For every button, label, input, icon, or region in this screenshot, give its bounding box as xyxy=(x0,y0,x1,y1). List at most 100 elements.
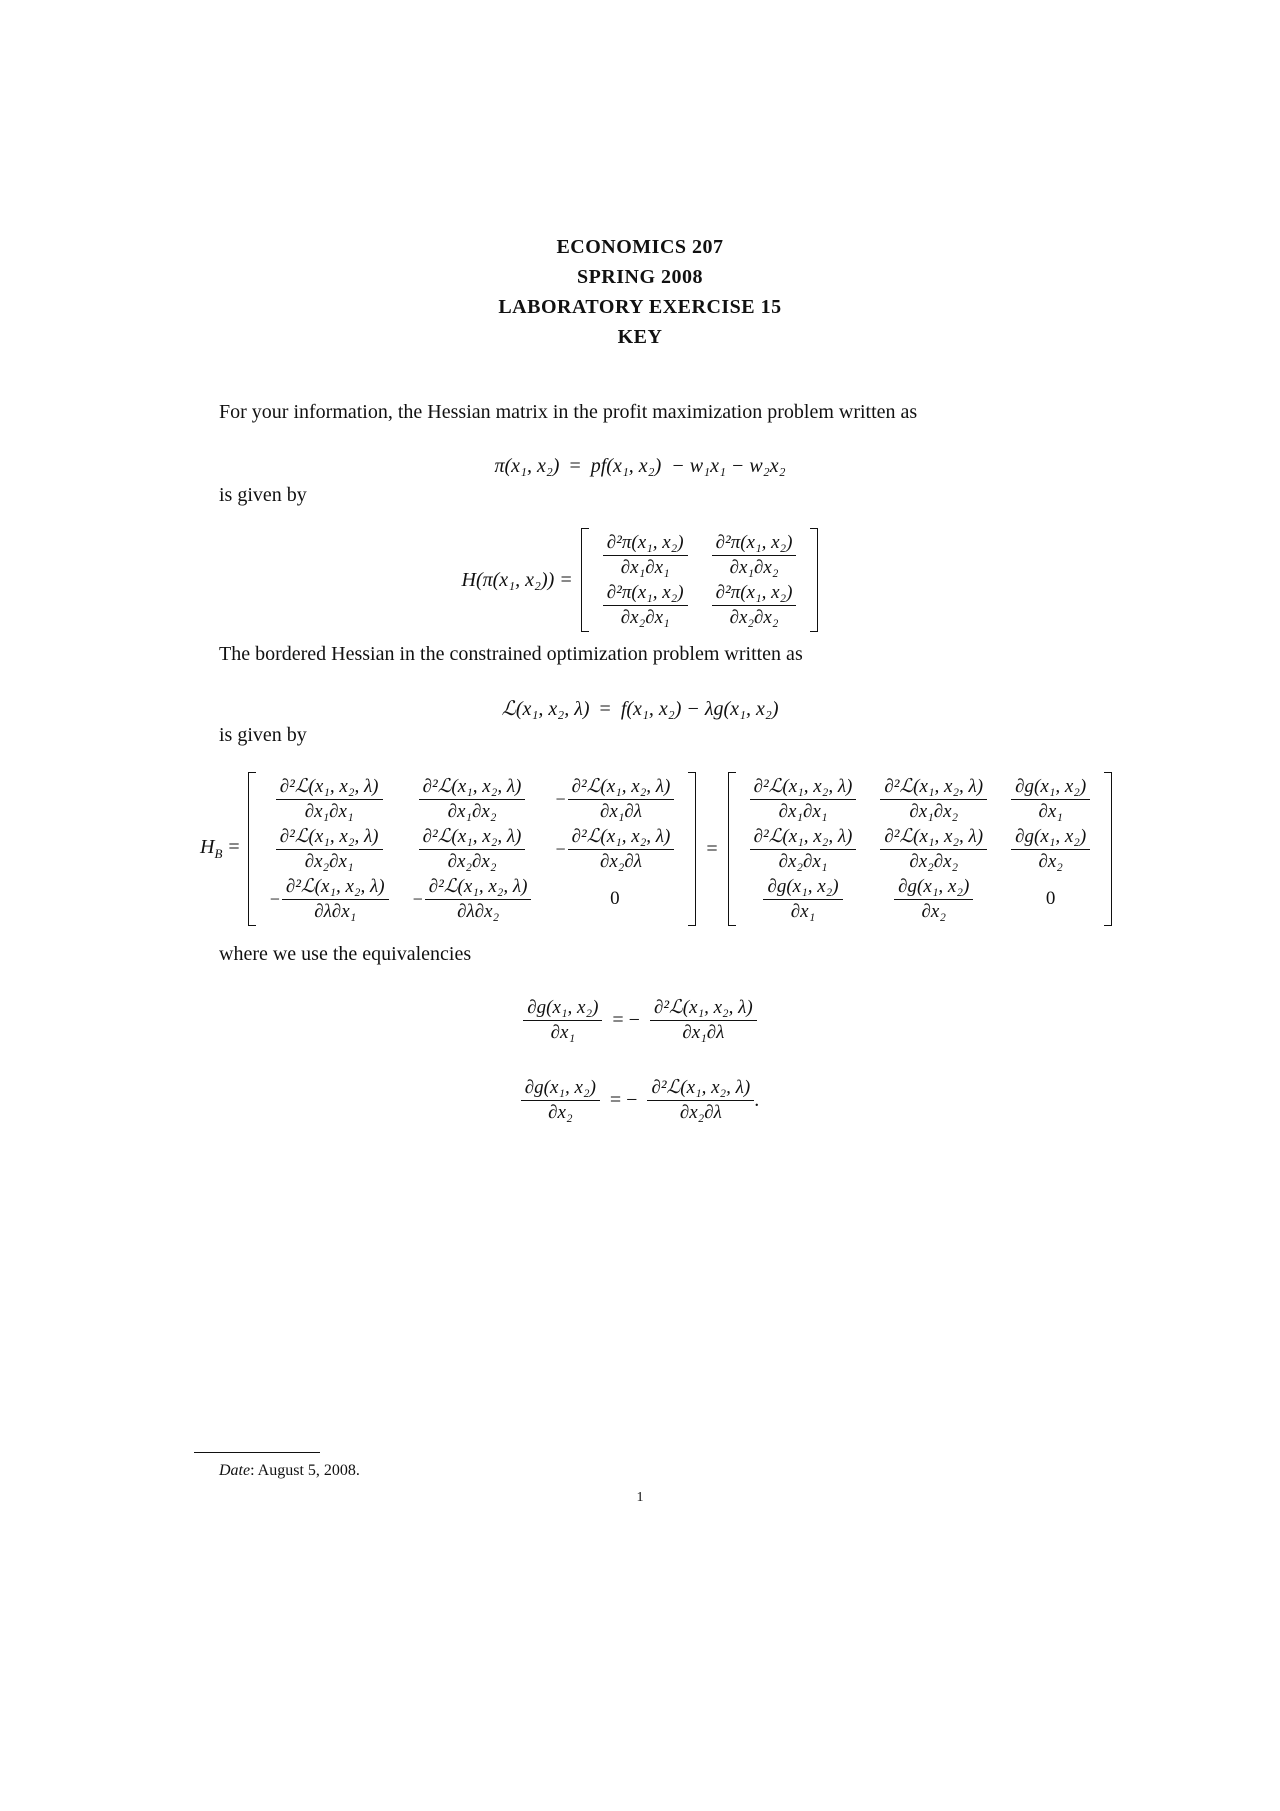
numerator: ∂g(x₁, x₂) xyxy=(1011,775,1091,800)
fraction: ∂²ℒ(x₁, x₂, λ)∂λ∂x₁ xyxy=(281,875,389,924)
numerator: ∂²ℒ(x₁, x₂, λ) xyxy=(418,775,526,800)
denominator: ∂x₁∂x₁ xyxy=(620,556,670,578)
matrix-cell: ∂²ℒ(x₁, x₂, λ)∂x₂∂x₂ xyxy=(401,824,544,874)
matrix-cell: 0 xyxy=(999,874,1102,924)
denominator: ∂x₁ xyxy=(550,1021,576,1043)
denominator: ∂x₂∂x₂ xyxy=(729,606,779,628)
denominator: ∂λ∂x₂ xyxy=(457,900,500,922)
fraction: ∂²π(x₁, x₂)∂x₂∂x₂ xyxy=(711,581,797,630)
lagrangian-rhs: f(x₁, x₂) − λg(x₁, x₂) xyxy=(620,698,779,720)
numerator: ∂²ℒ(x₁, x₂, λ) xyxy=(275,775,383,800)
where-paragraph: where we use the equivalencies xyxy=(219,943,472,965)
matrix-cell: ∂²π(x₁, x₂)∂x₁∂x₁ xyxy=(591,530,700,580)
matrix-cell: 0 xyxy=(543,874,686,924)
denominator: ∂x₂ xyxy=(1038,850,1063,872)
matrix-cell: ∂²π(x₁, x₂)∂x₂∂x₂ xyxy=(700,580,809,630)
fraction: ∂²ℒ(x₁, x₂, λ)∂x₂∂x₁ xyxy=(749,825,857,874)
left-bracket xyxy=(580,528,589,632)
footnote: Date: August 5, 2008. xyxy=(219,1462,360,1480)
numerator: ∂²ℒ(x₁, x₂, λ) xyxy=(647,1076,755,1101)
denominator: ∂x₂∂x₁ xyxy=(778,850,828,872)
denominator: ∂x₂∂x₁ xyxy=(620,606,670,628)
matrix-cell: −∂²ℒ(x₁, x₂, λ)∂x₁∂λ xyxy=(543,774,686,824)
fraction: ∂g(x₁, x₂)∂x₁ xyxy=(763,875,843,924)
footnote-text: : August 5, 2008. xyxy=(250,1462,360,1479)
term: SPRING 2008 xyxy=(576,266,704,288)
matrix-cell: ∂²ℒ(x₁, x₂, λ)∂x₂∂x₁ xyxy=(738,824,869,874)
right-bracket xyxy=(1104,772,1113,926)
matrix-cell: ∂g(x₁, x₂)∂x₁ xyxy=(999,774,1102,824)
numerator: ∂²π(x₁, x₂) xyxy=(711,531,797,556)
intro-paragraph: For your information, the Hessian matrix… xyxy=(219,401,918,423)
denominator: ∂x₁ xyxy=(790,900,816,922)
fraction: ∂g(x₁, x₂)∂x₂ xyxy=(520,1076,600,1125)
matrix-zero: 0 xyxy=(1045,888,1056,909)
profit-equation: π(x₁, x₂)=pf(x₁, x₂) − w₁x₁ − w₂x₂ xyxy=(0,455,1280,478)
matrix-cell: ∂g(x₁, x₂)∂x₂ xyxy=(999,824,1102,874)
matrix-cell: ∂²π(x₁, x₂)∂x₂∂x₁ xyxy=(591,580,700,630)
denominator: ∂x₁∂x₂ xyxy=(447,800,497,822)
document-header: ECONOMICS 207 SPRING 2008 LABORATORY EXE… xyxy=(0,232,1280,352)
denominator: ∂x₁∂x₁ xyxy=(778,800,828,822)
equivalency-row: ∂g(x₁, x₂)∂x₂= −∂²ℒ(x₁, x₂, λ)∂x₂∂λ. xyxy=(0,1060,1280,1140)
minus-sign: − xyxy=(555,788,566,809)
numerator: ∂²π(x₁, x₂) xyxy=(602,531,688,556)
denominator: ∂x₂∂x₁ xyxy=(304,850,354,872)
denominator: ∂x₂∂x₂ xyxy=(447,850,497,872)
numerator: ∂²ℒ(x₁, x₂, λ) xyxy=(424,875,532,900)
key-label: KEY xyxy=(617,326,663,348)
equivalencies: ∂g(x₁, x₂)∂x₁= −∂²ℒ(x₁, x₂, λ)∂x₁∂λ∂g(x₁… xyxy=(0,980,1280,1140)
fraction: ∂²ℒ(x₁, x₂, λ)∂x₁∂x₁ xyxy=(749,775,857,824)
denominator: ∂x₂∂x₂ xyxy=(909,850,959,872)
equals-minus: = − xyxy=(612,1008,640,1031)
numerator: ∂²ℒ(x₁, x₂, λ) xyxy=(880,825,988,850)
denominator: ∂x₁∂λ xyxy=(599,800,643,822)
denominator: ∂x₂∂λ xyxy=(599,850,643,872)
fraction: ∂²π(x₁, x₂)∂x₁∂x₁ xyxy=(602,531,688,580)
h-symbol: H xyxy=(200,836,215,858)
bordered-paragraph: The bordered Hessian in the constrained … xyxy=(219,643,803,665)
matrix-zero: 0 xyxy=(610,888,620,909)
numerator: ∂g(x₁, x₂) xyxy=(520,1076,600,1101)
matrix-cell: ∂²ℒ(x₁, x₂, λ)∂x₁∂x₂ xyxy=(401,774,544,824)
fraction: ∂g(x₁, x₂)∂x₁ xyxy=(523,996,603,1045)
equals-sign: = xyxy=(228,836,240,858)
profit-rhs: pf(x₁, x₂) − w₁x₁ − w₂x₂ xyxy=(590,455,786,477)
fraction: ∂²π(x₁, x₂)∂x₁∂x₂ xyxy=(711,531,797,580)
fraction: ∂²ℒ(x₁, x₂, λ)∂x₂∂x₂ xyxy=(880,825,988,874)
fraction: ∂²ℒ(x₁, x₂, λ)∂x₁∂x₂ xyxy=(418,775,526,824)
bordered-hessian-equation: HB= ∂²ℒ(x₁, x₂, λ)∂x₁∂x₁∂²ℒ(x₁, x₂, λ)∂x… xyxy=(200,772,1113,926)
numerator: ∂²ℒ(x₁, x₂, λ) xyxy=(418,825,526,850)
numerator: ∂²ℒ(x₁, x₂, λ) xyxy=(749,825,857,850)
left-bracket xyxy=(727,772,736,926)
numerator: ∂²ℒ(x₁, x₂, λ) xyxy=(281,875,389,900)
numerator: ∂²ℒ(x₁, x₂, λ) xyxy=(649,996,757,1021)
fraction: ∂²ℒ(x₁, x₂, λ)∂x₁∂λ xyxy=(567,775,675,824)
fraction: ∂g(x₁, x₂)∂x₂ xyxy=(894,875,974,924)
matrix-cell: −∂²ℒ(x₁, x₂, λ)∂λ∂x₁ xyxy=(258,874,401,924)
trailing-period: . xyxy=(754,1088,760,1111)
numerator: ∂g(x₁, x₂) xyxy=(523,996,603,1021)
fraction: ∂²ℒ(x₁, x₂, λ)∂x₂∂λ xyxy=(647,1076,755,1125)
fraction: ∂²ℒ(x₁, x₂, λ)∂x₂∂λ xyxy=(567,825,675,874)
footnote-label: Date xyxy=(219,1462,251,1479)
matrix-cell: ∂²ℒ(x₁, x₂, λ)∂x₂∂x₁ xyxy=(258,824,401,874)
course-title: ECONOMICS 207 xyxy=(556,236,724,258)
numerator: ∂g(x₁, x₂) xyxy=(894,875,974,900)
minus-sign: − xyxy=(555,838,566,859)
denominator: ∂x₁∂x₂ xyxy=(729,556,779,578)
numerator: ∂²π(x₁, x₂) xyxy=(602,581,688,606)
right-bracket xyxy=(810,528,819,632)
numerator: ∂²ℒ(x₁, x₂, λ) xyxy=(567,825,675,850)
footnote-rule xyxy=(194,1452,320,1453)
matrix-cell: ∂g(x₁, x₂)∂x₂ xyxy=(868,874,999,924)
right-bracket xyxy=(688,772,697,926)
numerator: ∂²ℒ(x₁, x₂, λ) xyxy=(880,775,988,800)
bordered-matrix-left: ∂²ℒ(x₁, x₂, λ)∂x₁∂x₁∂²ℒ(x₁, x₂, λ)∂x₁∂x₂… xyxy=(247,772,697,926)
denominator: ∂x₁∂λ xyxy=(682,1021,725,1043)
fraction: ∂²ℒ(x₁, x₂, λ)∂x₁∂λ xyxy=(649,996,757,1045)
given-by-text-2: is given by xyxy=(219,724,307,746)
matrix-cell: ∂g(x₁, x₂)∂x₁ xyxy=(738,874,869,924)
denominator: ∂x₁∂x₁ xyxy=(304,800,354,822)
bordered-hessian-label: HB= xyxy=(200,836,240,862)
